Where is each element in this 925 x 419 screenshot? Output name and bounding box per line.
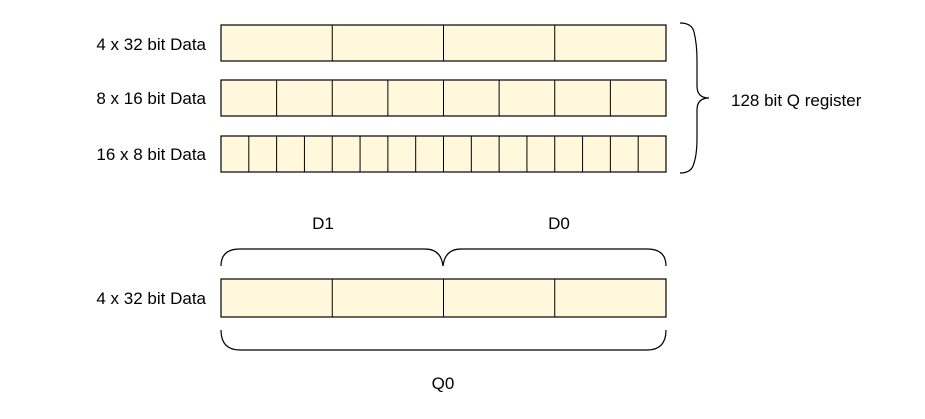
lane-dividers-8x16 — [276, 80, 611, 116]
row-label-4x32: 4 x 32 bit Data — [96, 35, 206, 54]
row-label-8x16: 8 x 16 bit Data — [96, 89, 206, 108]
lane-dividers-4x32 — [331, 25, 556, 61]
q0-label: Q0 — [432, 374, 455, 393]
register-label: 128 bit Q register — [731, 91, 862, 110]
lane-dividers-16x8 — [248, 136, 639, 172]
row-label-16x8: 16 x 8 bit Data — [96, 145, 206, 164]
register-brace — [679, 22, 710, 174]
lane-dividers-split — [331, 279, 556, 317]
q0-brace — [220, 329, 667, 351]
d1-label: D1 — [312, 214, 334, 233]
d0-brace — [442, 248, 667, 267]
d1-brace — [220, 248, 444, 267]
split-row-label: 4 x 32 bit Data — [96, 289, 206, 308]
d0-label: D0 — [548, 214, 570, 233]
